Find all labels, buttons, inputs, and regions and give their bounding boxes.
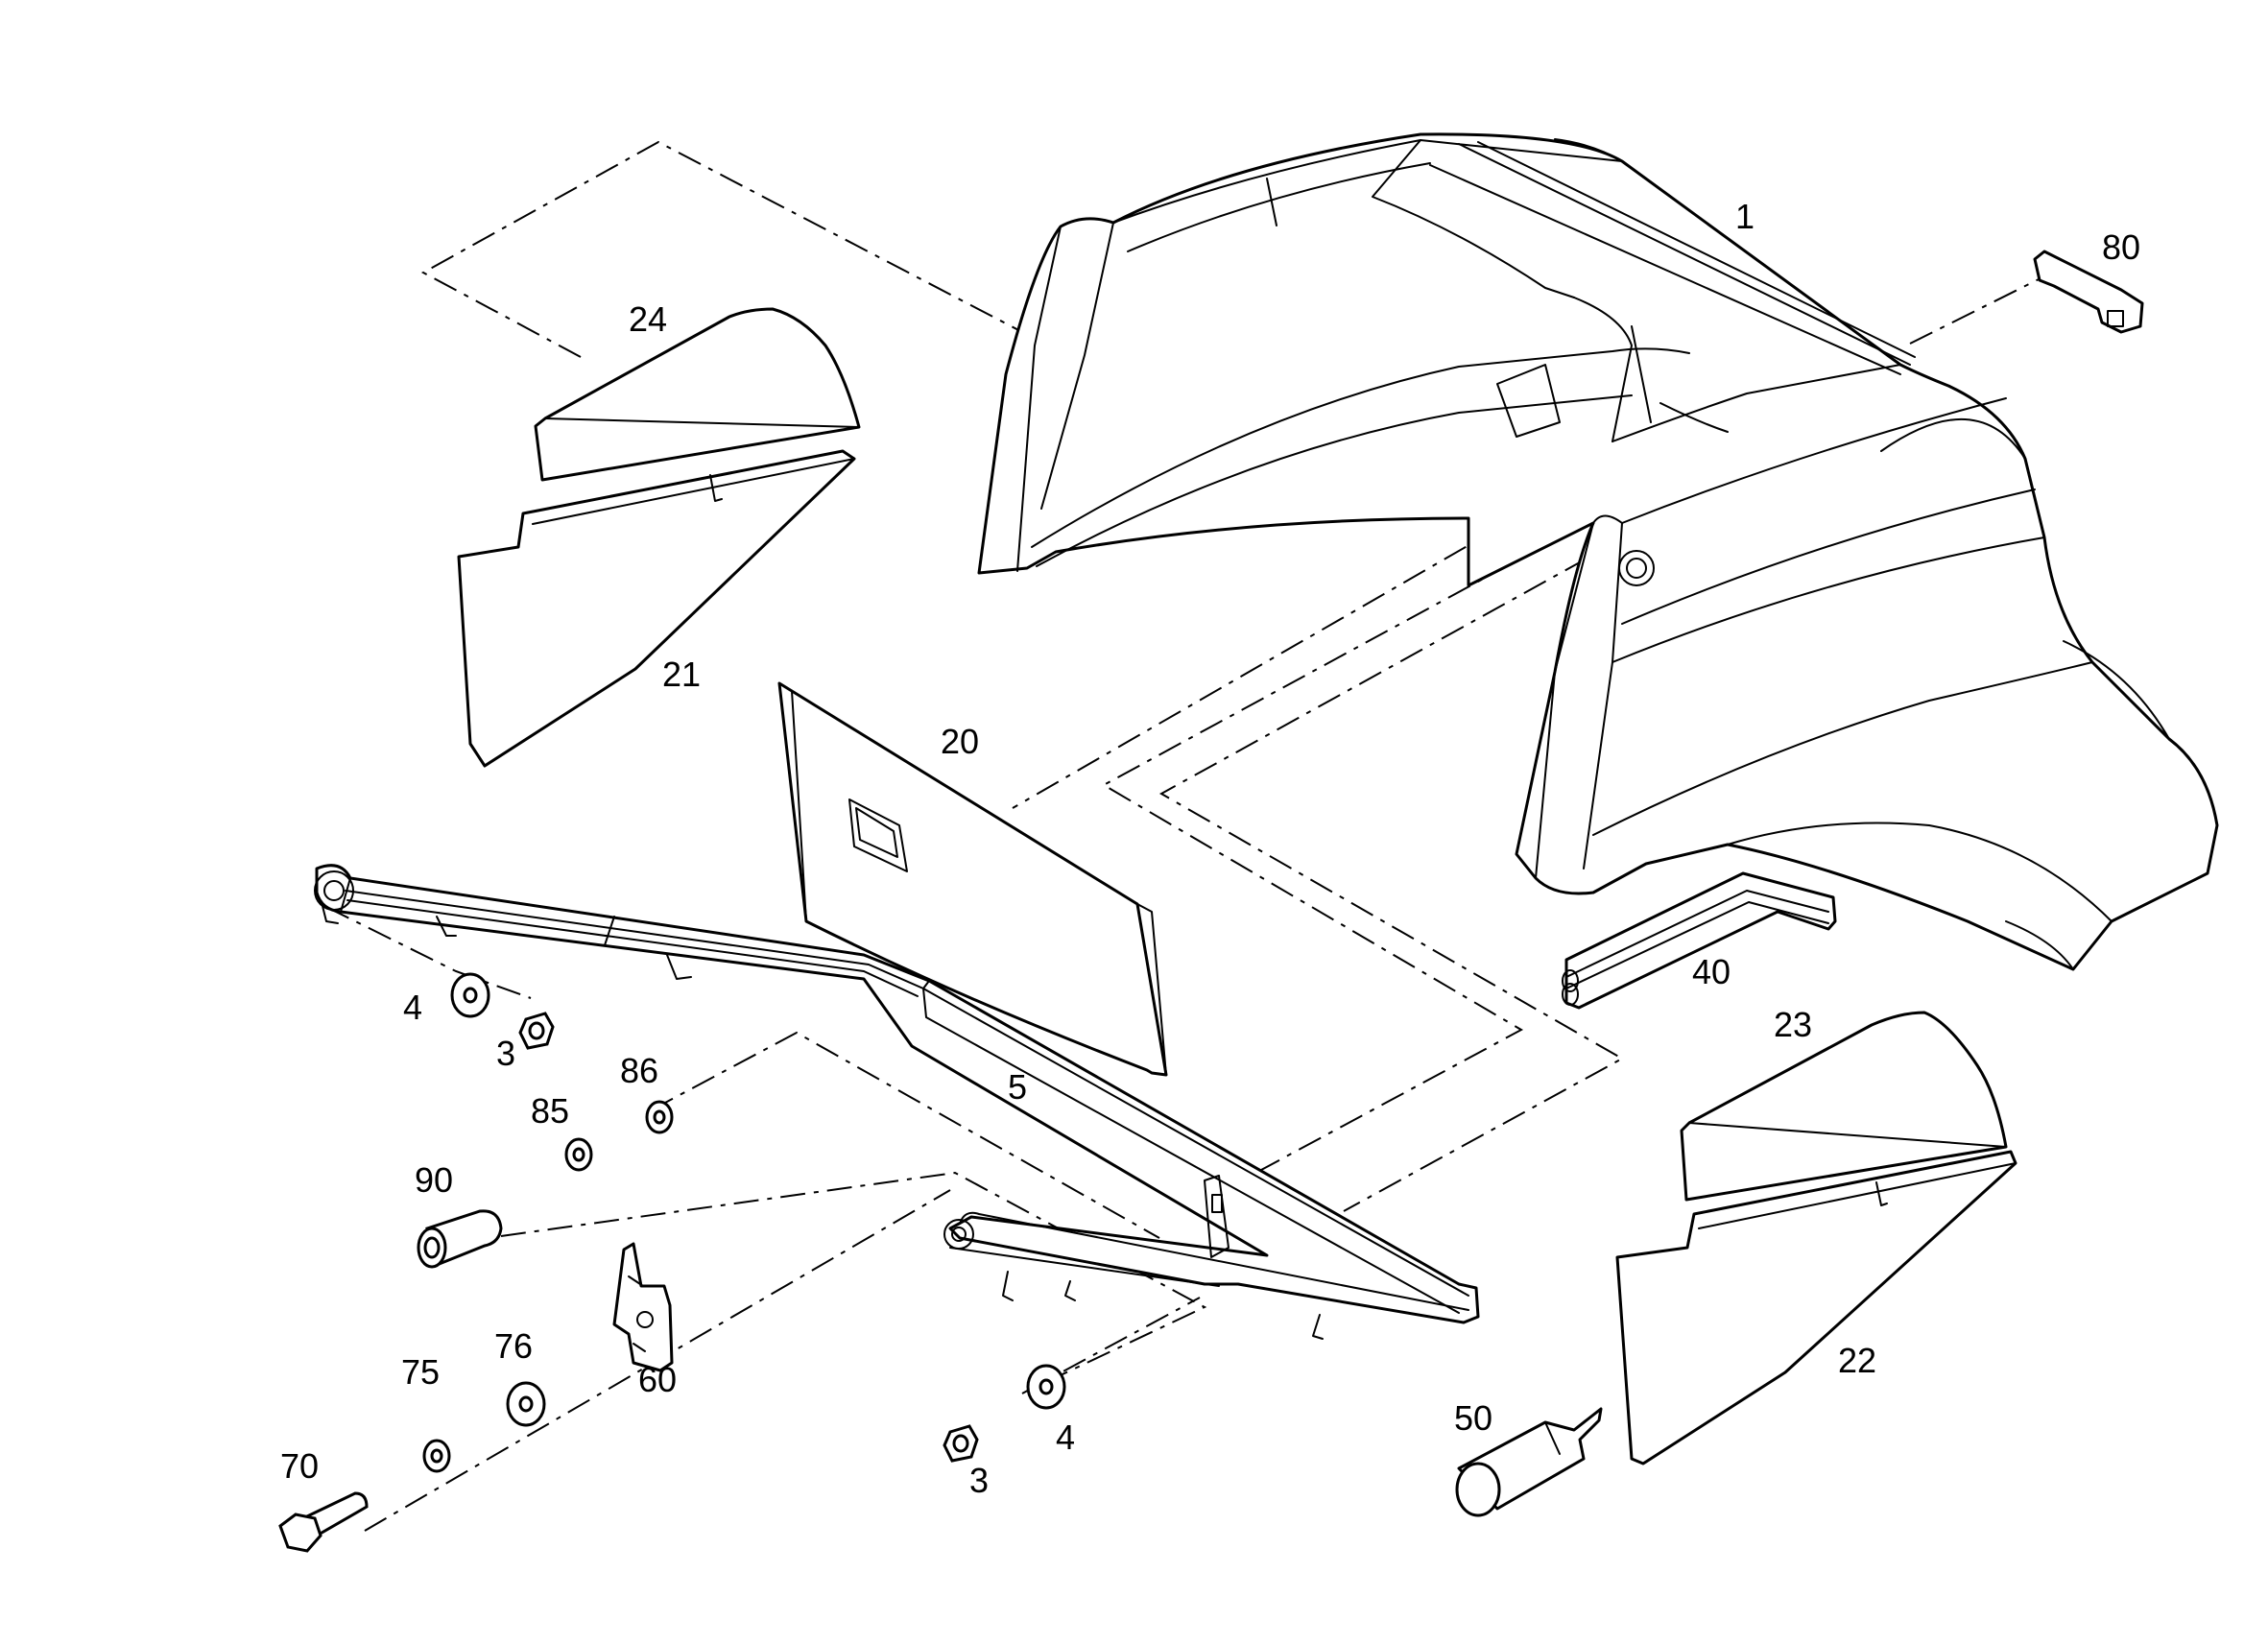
callout-86: 86: [620, 1051, 658, 1090]
callout-50: 50: [1454, 1398, 1492, 1438]
callout-70: 70: [280, 1446, 319, 1486]
adhesive-tube-part: [1455, 1407, 1603, 1517]
callout-3-upper: 3: [496, 1034, 515, 1073]
callout-85: 85: [531, 1091, 569, 1131]
center-panel-part: [777, 681, 1168, 1077]
seal-strip-part: [1562, 871, 1837, 1010]
callout-3-lower: 3: [969, 1461, 989, 1500]
callout-40: 40: [1692, 952, 1731, 991]
callout-90: 90: [415, 1160, 453, 1200]
callout-1: 1: [1735, 197, 1755, 236]
callout-4-upper: 4: [403, 988, 422, 1027]
callout-4-lower: 4: [1056, 1418, 1075, 1457]
callout-23: 23: [1774, 1005, 1812, 1044]
callouts: 1 80 24 21 20 40 23 22 4 3 86 85 5 90 76…: [280, 197, 2140, 1500]
callout-5: 5: [1008, 1067, 1027, 1107]
hardware: [278, 972, 1066, 1553]
callout-20: 20: [941, 722, 979, 761]
callout-80: 80: [2102, 227, 2140, 267]
callout-22: 22: [1838, 1341, 1876, 1380]
latch-bracket-part: [612, 1242, 674, 1372]
frame-rail-part: [314, 864, 1480, 1340]
lower-right-panel-part: [1615, 1150, 2017, 1465]
body-shell-part: [977, 132, 2219, 971]
handle-clip-part: [2033, 250, 2144, 334]
callout-21: 21: [662, 655, 701, 694]
bolt-icon: [304, 1491, 369, 1538]
lower-left-panel-part: [457, 449, 856, 768]
upper-left-panel-part: [534, 307, 861, 482]
callout-24: 24: [629, 299, 667, 339]
callout-60: 60: [638, 1360, 677, 1399]
callout-75: 75: [401, 1352, 440, 1392]
upper-right-panel-part: [1680, 1011, 2008, 1202]
callout-76: 76: [494, 1326, 533, 1366]
